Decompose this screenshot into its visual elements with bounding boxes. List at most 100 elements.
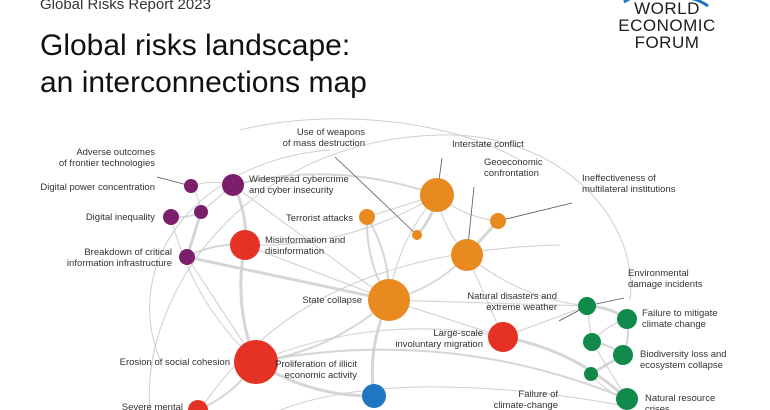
risk-node-interstate[interactable]	[420, 178, 454, 212]
risk-label-line: extreme weather	[486, 302, 557, 313]
node-layer	[163, 174, 638, 410]
risk-label-line: Geoeconomic	[484, 157, 543, 168]
risk-label-digital-inequality: Digital inequality	[86, 212, 155, 223]
risk-label-digital-power: Digital power concentration	[40, 182, 155, 193]
report-kicker: Global Risks Report 2023	[40, 0, 211, 13]
risk-label-line: Use of weapons	[297, 127, 365, 138]
risk-node-breakdown[interactable]	[179, 249, 195, 265]
risk-label-line: information infrastructure	[67, 258, 172, 269]
risk-label-line: climate change	[642, 319, 706, 330]
risk-node-misinformation[interactable]	[230, 230, 260, 260]
risk-label-mental: Severe mental	[122, 402, 183, 410]
risk-label-line: Breakdown of critical	[84, 247, 172, 258]
risk-label-line: Large-scale	[433, 328, 483, 339]
background-arc	[199, 244, 561, 410]
background-arc	[279, 386, 621, 410]
risk-label-terrorist: Terrorist attacks	[286, 213, 353, 224]
risk-label-line: Digital inequality	[86, 212, 155, 223]
logo-line-1: WORLD	[634, 0, 700, 18]
connection-edge	[502, 335, 629, 401]
connection-edge	[232, 184, 390, 301]
risk-node-env-hub-1[interactable]	[583, 333, 601, 351]
logo-line-2: ECONOMIC	[618, 16, 716, 35]
risk-label-line: Adverse outcomes	[76, 147, 155, 158]
risk-node-illicit[interactable]	[362, 384, 386, 408]
risk-node-state-collapse[interactable]	[368, 279, 410, 321]
risk-node-ineffectiveness[interactable]	[490, 213, 506, 229]
risk-node-terrorist[interactable]	[359, 209, 375, 225]
risk-label-line: confrontation	[484, 168, 539, 179]
connection-edge	[255, 348, 628, 400]
background-arc	[149, 149, 331, 361]
risk-label-line: Misinformation and	[265, 235, 345, 246]
risk-node-natural-resource[interactable]	[616, 388, 638, 410]
risk-label-line: Biodiversity loss and	[640, 349, 727, 360]
risk-label-line: Erosion of social cohesion	[120, 357, 230, 368]
risk-node-cyber[interactable]	[222, 174, 244, 196]
risk-node-geoeconomic[interactable]	[451, 239, 483, 271]
risk-label-line: Digital power concentration	[40, 182, 155, 193]
risk-label-line: Natural disasters and	[467, 291, 557, 302]
risk-label-line: ecosystem collapse	[640, 360, 723, 371]
connection-edge	[232, 173, 438, 196]
risk-label-line: involuntary migration	[395, 339, 483, 350]
wef-logo: WORLD ECONOMIC FORUM	[602, 0, 732, 51]
risk-label-state-collapse: State collapse	[302, 295, 362, 306]
risk-label-interstate: Interstate conflict	[452, 139, 524, 150]
risk-label-social-cohesion: Erosion of social cohesion	[120, 357, 230, 368]
risk-label-line: Failure to mitigate	[642, 308, 718, 319]
risk-label-line: Interstate conflict	[452, 139, 524, 150]
risk-node-social-cohesion[interactable]	[234, 340, 278, 384]
risk-label-line: Terrorist attacks	[286, 213, 353, 224]
risk-label-line: Failure of	[518, 389, 558, 400]
risk-label-line: Widespread cybercrime	[249, 174, 349, 185]
logo-arc-icon	[623, 0, 709, 8]
risk-node-mental[interactable]	[188, 400, 208, 410]
risk-label-line: Environmental	[628, 268, 689, 279]
risk-label-line: crises	[645, 404, 670, 410]
leader-line	[497, 202, 573, 222]
risk-node-weapons[interactable]	[412, 230, 422, 240]
connection-edge	[388, 299, 588, 307]
risk-label-line: multilateral institutions	[582, 184, 676, 195]
risk-label-line: Ineffectiveness of	[582, 173, 656, 184]
risk-node-digital-inequality[interactable]	[163, 209, 179, 225]
title-line-2: an interconnections map	[40, 66, 367, 99]
background-arc	[148, 134, 632, 410]
risk-label-line: Proliferation of illicit	[275, 359, 357, 370]
risk-label-line: damage incidents	[628, 279, 703, 290]
risk-label-line: Natural resource	[645, 393, 715, 404]
risk-node-biodiversity[interactable]	[613, 345, 633, 365]
risk-label-line: of mass destruction	[283, 138, 365, 149]
risk-node-migration[interactable]	[488, 322, 518, 352]
risk-label-line: Severe mental	[122, 402, 183, 410]
page-title: Global risks landscape: an interconnecti…	[40, 27, 367, 101]
leader-line	[334, 156, 418, 236]
risk-node-adverse[interactable]	[184, 179, 198, 193]
background-arc	[239, 118, 521, 161]
risk-label-line: and cyber insecurity	[249, 185, 334, 196]
risk-node-climate-mitigate[interactable]	[617, 309, 637, 329]
connection-edge	[186, 255, 390, 302]
risk-node-tech-hub[interactable]	[194, 205, 208, 219]
risk-node-natural-disasters[interactable]	[578, 297, 596, 315]
risk-label-line: disinformation	[265, 246, 324, 257]
risk-node-env-hub-2[interactable]	[584, 367, 598, 381]
title-line-1: Global risks landscape:	[40, 29, 351, 62]
